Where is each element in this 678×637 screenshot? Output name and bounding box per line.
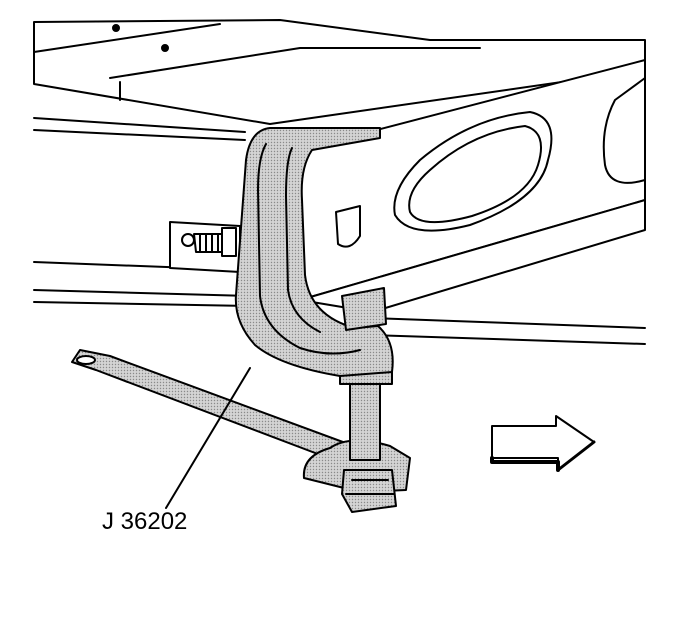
mounting-bracket	[169, 221, 241, 273]
wrench	[71, 349, 411, 493]
tool-screw	[339, 365, 397, 513]
upper-body-panel	[33, 19, 646, 125]
direction-arrow-icon	[490, 415, 596, 472]
callout-leader	[165, 367, 251, 509]
tool-callout-label: J 36202	[102, 508, 188, 535]
rocker-rail	[33, 117, 646, 345]
c-clamp-tool	[234, 127, 394, 377]
frame-rail	[299, 59, 646, 313]
